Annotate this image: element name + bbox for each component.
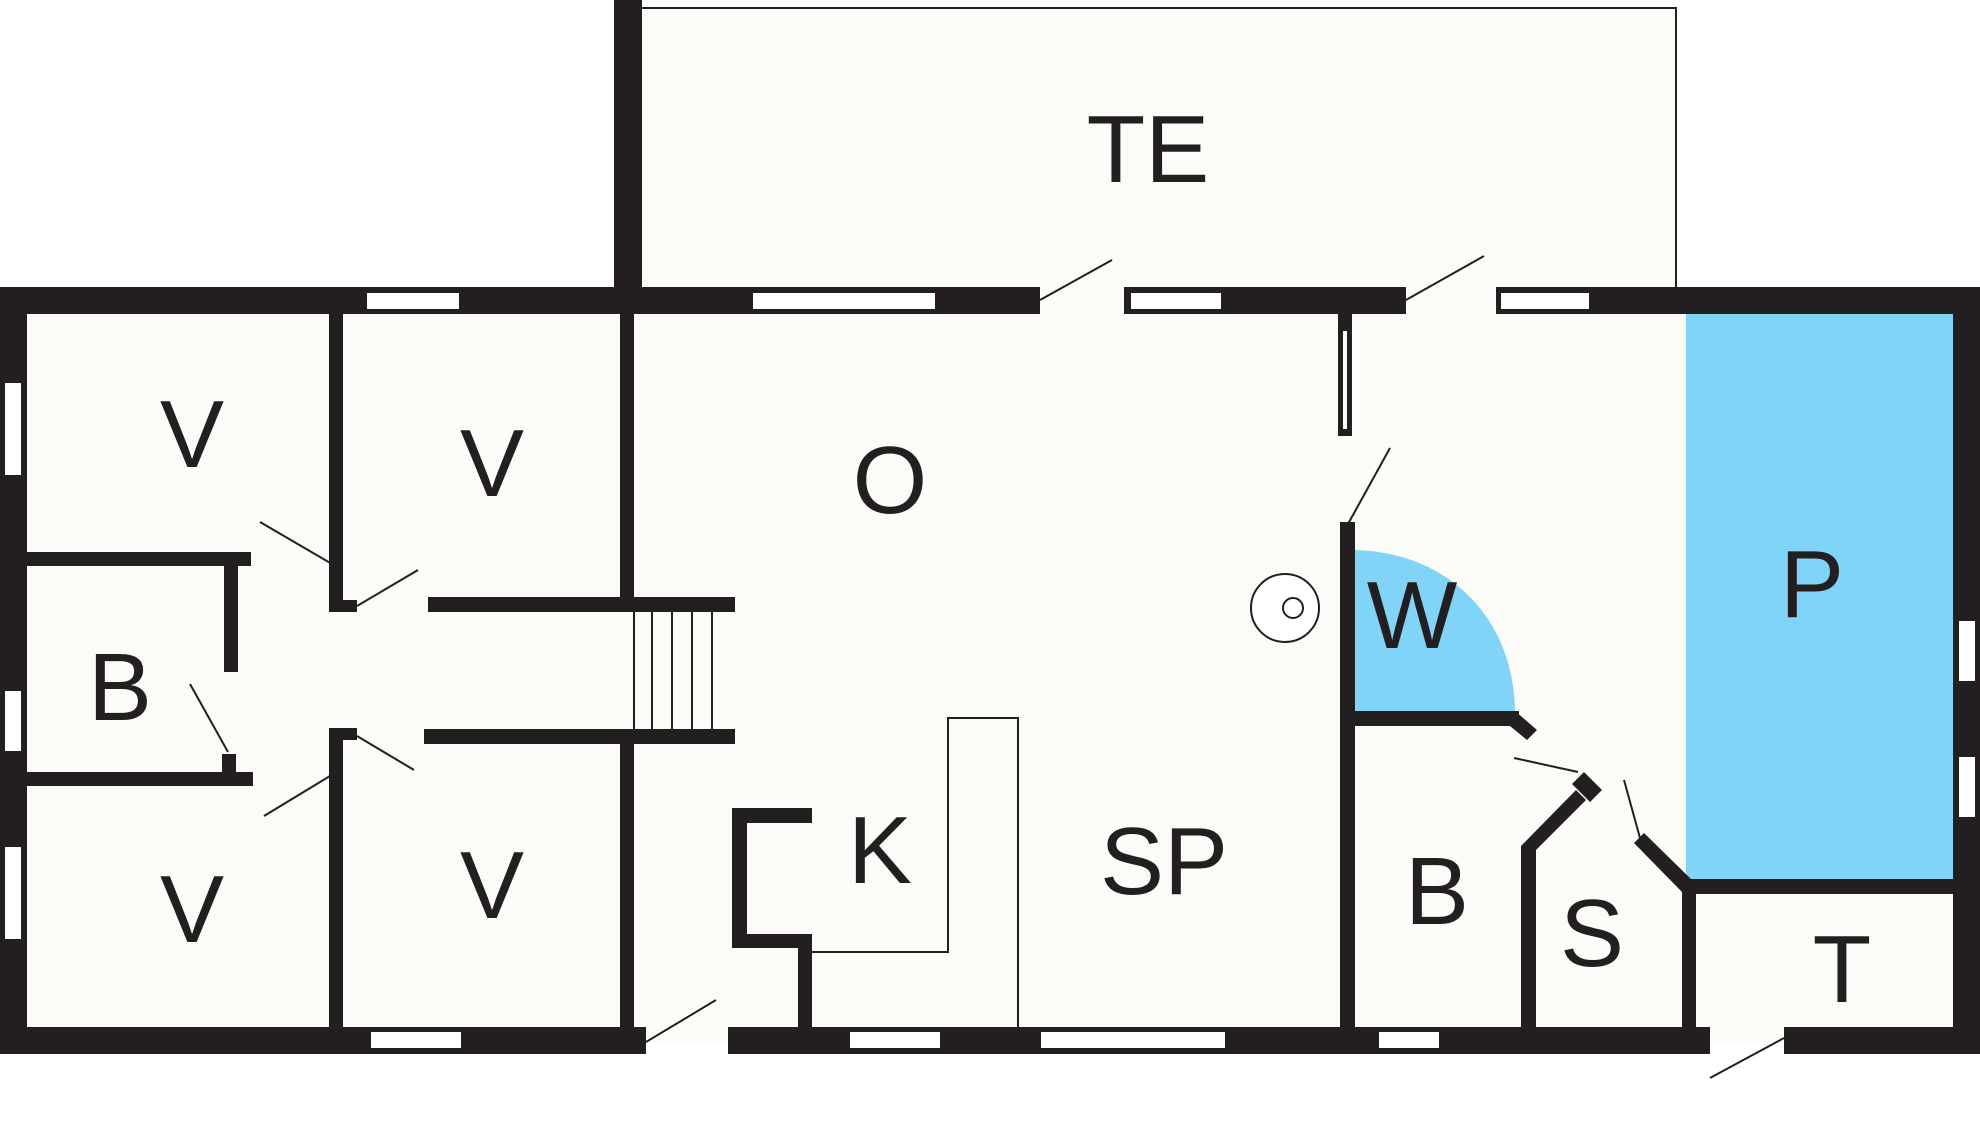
fireplace-icon: [1250, 573, 1320, 643]
sauna-wall-right-diag: [1634, 833, 1694, 892]
kitchen-wall-top: [732, 808, 812, 823]
bedroom-wall-bottom: [329, 728, 343, 1028]
stairs: [633, 612, 713, 729]
kitchen-wall-bottom: [732, 934, 812, 948]
label-dining: SP: [1100, 808, 1228, 915]
bath-wall-top: [27, 552, 251, 566]
corridor-wall-top: [428, 597, 735, 612]
pool-wall-bottom: [1686, 879, 1953, 894]
corridor-wall-bottom: [424, 729, 735, 744]
washroom-area: [1354, 550, 1515, 714]
washroom-wall-bottom: [1355, 711, 1519, 726]
label-bedroom-bottom-left: V: [160, 856, 224, 963]
window-bottom-4: [1377, 1030, 1441, 1050]
sauna-wall-diagonal: [1521, 790, 1586, 852]
window-bottom-2: [848, 1030, 942, 1050]
door-stub-2: [329, 728, 357, 740]
bath-door-stub: [222, 754, 236, 772]
bath-wall-side: [224, 566, 238, 672]
label-bedroom-top-left: V: [160, 381, 224, 488]
wing-wall-bottom: [620, 742, 634, 1028]
window-left-1: [3, 381, 23, 477]
wing-wall-top: [620, 314, 634, 600]
label-technical: T: [1813, 916, 1872, 1023]
bath-wall-bottom: [27, 772, 253, 786]
label-sauna: S: [1560, 880, 1624, 987]
sauna-door-stub: [1572, 772, 1602, 802]
bath-sauna-wall: [1521, 846, 1536, 1028]
window-left-2: [3, 689, 23, 753]
kitchen-counter: [812, 717, 1019, 1028]
label-bath-left: B: [88, 634, 152, 741]
window-right-1: [1957, 619, 1977, 683]
hall-stub-window: [1341, 329, 1349, 431]
bottom-wall-3: [1784, 1027, 1980, 1054]
bottom-wall-1: [0, 1027, 646, 1054]
label-kitchen: K: [848, 797, 912, 904]
window-top-1: [365, 291, 461, 311]
window-top-2: [751, 291, 937, 311]
label-terrace: TE: [1087, 96, 1210, 203]
kitchen-wall-stub: [798, 948, 812, 1028]
window-bottom-1: [369, 1030, 463, 1050]
label-bedroom-top-mid: V: [460, 410, 524, 517]
terrace-wall: [614, 0, 642, 296]
washroom-door-end: [1510, 711, 1537, 740]
window-top-3: [1129, 291, 1223, 311]
label-bedroom-bottom-mid: V: [460, 832, 524, 939]
window-right-2: [1957, 755, 1977, 819]
washroom-wall-left: [1340, 522, 1355, 1028]
door-swings: [189, 255, 1785, 1079]
label-washroom: W: [1367, 562, 1458, 669]
terrace-floor: [639, 7, 1677, 305]
door-stub-1: [329, 600, 357, 612]
window-left-3: [3, 845, 23, 941]
kitchen-wall-left: [732, 808, 747, 948]
label-pool: P: [1780, 531, 1844, 638]
bedroom-wall-top: [329, 314, 343, 612]
label-bath-right: B: [1405, 838, 1469, 945]
sauna-wall-right: [1682, 882, 1696, 1028]
window-top-4: [1499, 291, 1591, 311]
house-floor: [12, 298, 1972, 1042]
pool-area: [1686, 313, 1954, 879]
window-bottom-3: [1039, 1030, 1227, 1050]
label-living: O: [853, 427, 928, 534]
